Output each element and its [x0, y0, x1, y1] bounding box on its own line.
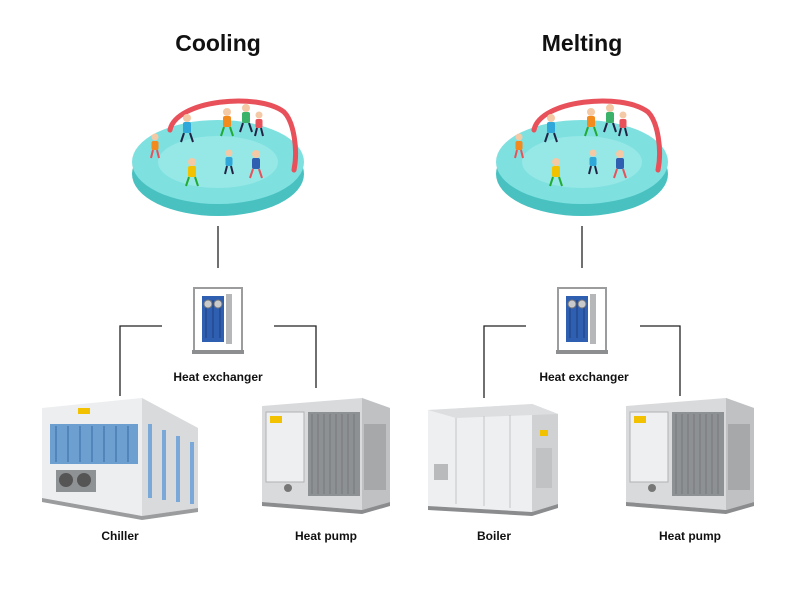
boiler-image [428, 404, 558, 516]
melting-heat-exchanger-image [556, 287, 608, 354]
cooling-diagram: Cooling [42, 30, 390, 543]
cooling-heat-pump-image [262, 398, 390, 514]
boiler-label: Boiler [476, 529, 511, 543]
cooling-ice-rink [132, 98, 304, 216]
melting-diagram: Melting [364, 0, 764, 600]
melting-heat-pump-label: Heat pump [658, 529, 721, 543]
cooling-artwork [42, 98, 390, 520]
melting-connector-lines [483, 226, 681, 398]
skaters-icon [514, 104, 628, 187]
cooling-connector-lines [119, 226, 317, 396]
melting-title: Melting [541, 30, 623, 56]
skaters-icon [150, 104, 264, 187]
chiller-image [42, 398, 198, 520]
melting-ice-rink [496, 98, 668, 216]
chiller-label: Chiller [101, 529, 139, 543]
cooling-heat-pump-label: Heat pump [294, 529, 357, 543]
melting-heat-exchanger-label: Heat exchanger [539, 370, 629, 384]
cooling-heat-exchanger-image [192, 287, 244, 354]
melting-heat-pump-image [626, 398, 754, 514]
cooling-heat-exchanger-label: Heat exchanger [173, 370, 263, 384]
cooling-title: Cooling [175, 30, 261, 56]
melting-artwork [428, 98, 754, 516]
